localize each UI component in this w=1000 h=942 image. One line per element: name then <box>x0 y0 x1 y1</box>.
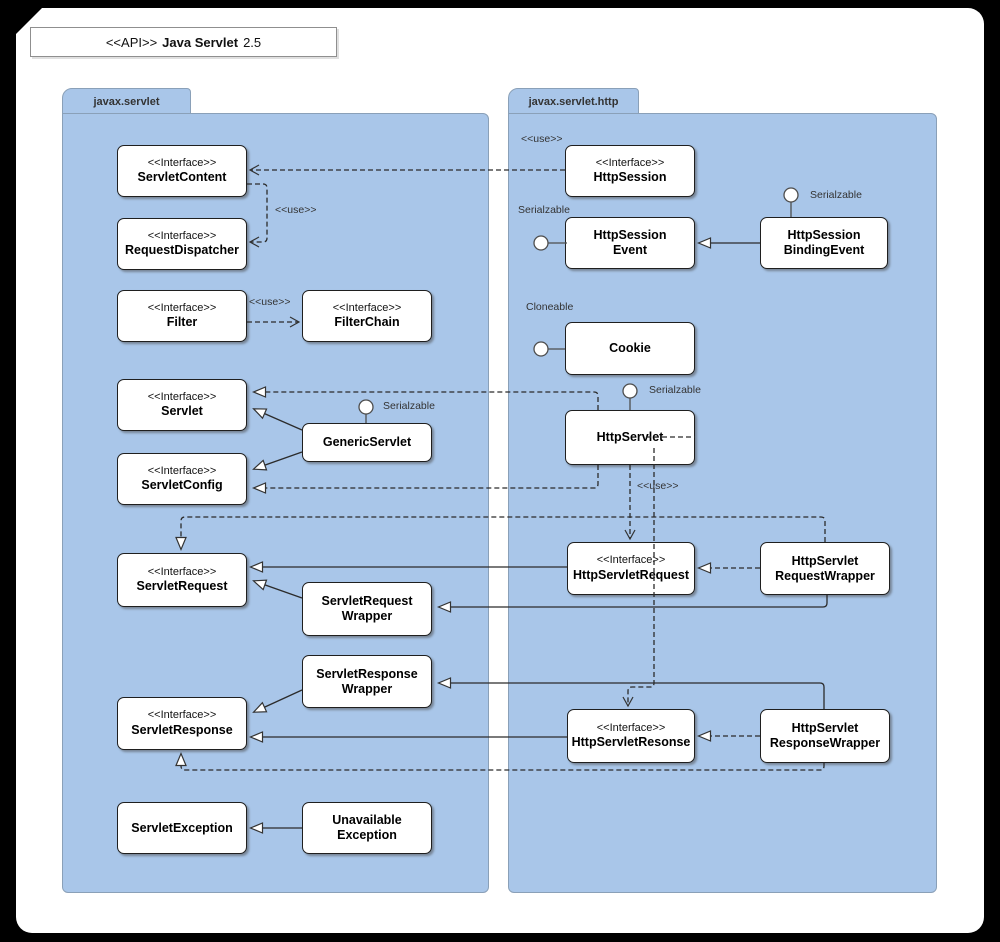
package-tab-javax-servlet[interactable]: javax.servlet <box>62 88 191 115</box>
class-name: RequestDispatcher <box>125 243 239 258</box>
class-httpservletresponsewrapper[interactable]: HttpServlet ResponseWrapper <box>760 709 890 763</box>
package-label: javax.servlet <box>93 95 160 108</box>
class-name: ServletConfig <box>141 478 223 493</box>
class-genericservlet[interactable]: GenericServlet <box>302 423 432 462</box>
title-stereotype: <<API>> <box>105 34 158 50</box>
class-servlet[interactable]: <<Interface>> Servlet <box>117 379 247 431</box>
class-name: HttpServletRequest <box>573 567 689 582</box>
class-name: ServletRequest <box>136 579 228 594</box>
class-filter[interactable]: <<Interface>> Filter <box>117 290 247 342</box>
class-name: HttpSession BindingEvent <box>783 228 865 257</box>
serializable-label-genericservlet: Serialzable <box>383 400 435 412</box>
class-name: HttpServlet RequestWrapper <box>775 553 875 583</box>
class-name: Servlet <box>161 404 203 419</box>
class-name: HttpSession Event <box>593 228 667 257</box>
class-name: FilterChain <box>334 315 400 330</box>
stereotype: <<Interface>> <box>147 156 217 169</box>
class-name: HttpServlet <box>596 430 664 444</box>
class-name: HttpSession <box>593 170 667 185</box>
stereotype: <<Interface>> <box>147 464 217 477</box>
title-version: 2.5 <box>243 34 262 50</box>
class-servletconfig[interactable]: <<Interface>> ServletConfig <box>117 453 247 505</box>
class-servletexception[interactable]: ServletException <box>117 802 247 854</box>
class-servletcontent[interactable]: <<Interface>> ServletContent <box>117 145 247 197</box>
diagram-title-box[interactable]: <<API>> Java Servlet 2.5 <box>30 27 337 57</box>
class-unavailableexception[interactable]: Unavailable Exception <box>302 802 432 854</box>
stereotype: <<Interface>> <box>147 229 217 242</box>
stereotype: <<Interface>> <box>595 156 665 169</box>
serializable-label-httpsessionevent: Serialzable <box>518 204 570 216</box>
cloneable-label-cookie: Cloneable <box>526 301 574 313</box>
class-name: ServletResponse Wrapper <box>316 666 418 696</box>
use-label-filter-filterchain: <<use>> <box>249 296 291 308</box>
stereotype: <<Interface>> <box>147 301 217 314</box>
class-name: ServletException <box>131 820 233 835</box>
use-label-httpsession: <<use>> <box>521 133 563 145</box>
class-httpservlet[interactable]: HttpServlet <box>565 410 695 465</box>
class-servletresponsewrapper[interactable]: ServletResponse Wrapper <box>302 655 432 708</box>
class-httpsession[interactable]: <<Interface>> HttpSession <box>565 145 695 197</box>
class-name: Unavailable Exception <box>332 813 402 842</box>
class-name: Cookie <box>609 341 651 355</box>
serializable-label-httpservlet: Serialzable <box>649 384 701 396</box>
class-httpservletrequest[interactable]: <<Interface>> HttpServletRequest <box>567 542 695 595</box>
class-servletrequestwrapper[interactable]: ServletRequest Wrapper <box>302 582 432 636</box>
class-httpsessionevent[interactable]: HttpSession Event <box>565 217 695 269</box>
class-name: ServletRequest Wrapper <box>321 594 413 623</box>
serializable-label-httpsessionbindingevent: Serialzable <box>810 189 862 201</box>
stereotype: <<Interface>> <box>332 301 402 314</box>
class-httpservletrequestwrapper[interactable]: HttpServlet RequestWrapper <box>760 542 890 595</box>
stereotype: <<Interface>> <box>147 565 217 578</box>
stereotype: <<Interface>> <box>147 390 217 403</box>
class-name: GenericServlet <box>322 435 412 449</box>
class-requestdispatcher[interactable]: <<Interface>> RequestDispatcher <box>117 218 247 270</box>
title-name: Java Servlet <box>162 34 239 50</box>
package-label: javax.servlet.http <box>528 95 619 108</box>
class-name: HttpServletResonse <box>571 735 691 750</box>
class-name: HttpServlet ResponseWrapper <box>769 721 881 750</box>
class-servletresponse[interactable]: <<Interface>> ServletResponse <box>117 697 247 750</box>
class-name: Filter <box>166 315 198 330</box>
class-httpservletresponse[interactable]: <<Interface>> HttpServletResonse <box>567 709 695 763</box>
stereotype: <<Interface>> <box>596 721 666 734</box>
stereotype: <<Interface>> <box>147 709 217 722</box>
class-name: ServletResponse <box>131 722 233 737</box>
class-servletrequest[interactable]: <<Interface>> ServletRequest <box>117 553 247 607</box>
class-filterchain[interactable]: <<Interface>> FilterChain <box>302 290 432 342</box>
class-name: ServletContent <box>137 170 227 185</box>
class-httpsessionbindingevent[interactable]: HttpSession BindingEvent <box>760 217 888 269</box>
package-tab-javax-servlet-http[interactable]: javax.servlet.http <box>508 88 639 115</box>
stereotype: <<Interface>> <box>596 554 666 567</box>
class-cookie[interactable]: Cookie <box>565 322 695 375</box>
use-label-httpservlet: <<use>> <box>637 480 679 492</box>
use-label-servletcontent-requestdispatcher: <<use>> <box>275 204 317 216</box>
